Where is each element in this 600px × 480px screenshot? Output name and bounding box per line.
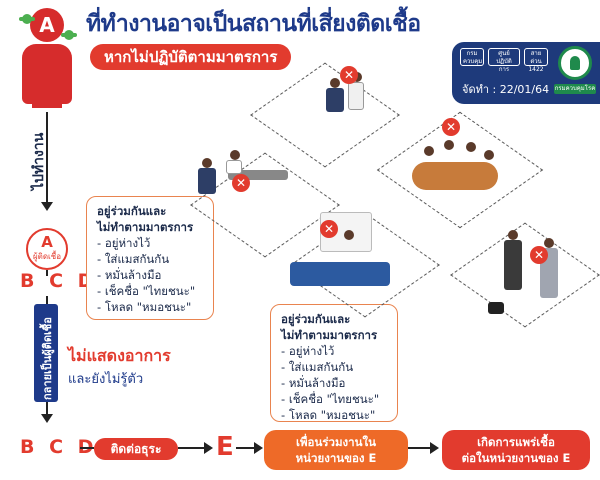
- carrier-box: [34, 304, 58, 402]
- spread-pill: เกิดการแพร่เชื้อ ต่อในหน่วยงานของ E: [442, 430, 590, 470]
- arrow-right-icon: [254, 442, 263, 454]
- person-figure: [348, 82, 364, 110]
- person-figure: [504, 240, 522, 290]
- bcd-label: B C D: [20, 436, 98, 458]
- page-title: ที่ทำงานอาจเป็นสถานที่เสี่ยงติดเชื้อ: [86, 11, 421, 37]
- virus-icon: [19, 14, 35, 24]
- dept-label: กรมควบคุมโรค: [554, 84, 596, 94]
- arrow-down-icon: [41, 414, 53, 423]
- person-a-head: [30, 8, 64, 42]
- person-head: [508, 230, 518, 240]
- flow-line: [80, 447, 94, 449]
- measure-item: ใส่แมสกันกัน: [97, 251, 203, 267]
- bcd-label: B C D: [20, 270, 98, 292]
- flow-line: [46, 270, 48, 276]
- measure-item: อยู่ห่างไว้: [97, 235, 203, 251]
- chairs: [290, 262, 390, 286]
- carrier-label: กลายเป็นผู้ติดเชื้อ: [41, 317, 54, 400]
- no-symptom-label: ไม่แสดงอาการ: [68, 346, 171, 365]
- measure-item: ใส่แมสกันกัน: [281, 359, 387, 375]
- info-box-2: อยู่ร่วมกันและ ไม่ทำตามมาตรการ อยู่ห่างไ…: [270, 304, 398, 422]
- arrow-right-icon: [430, 442, 439, 454]
- center-logo-icon: ศูนย์ปฏิบัติการ: [488, 48, 520, 73]
- person-figure: [198, 168, 216, 194]
- measure-item: เช็คชื่อ "ไทยชนะ": [281, 391, 387, 407]
- person-head: [344, 230, 354, 240]
- person-a-body-icon: [22, 44, 72, 104]
- person-head: [330, 78, 340, 88]
- close-icon: ✕: [320, 220, 338, 238]
- contact-pill: ติดต่อธุระ: [94, 438, 178, 460]
- measure-item: โหลด "หมอชนะ": [281, 407, 387, 423]
- go-to-work-label: ไปทำงาน: [31, 132, 47, 190]
- virus-icon: [61, 30, 77, 40]
- person-head: [484, 150, 494, 160]
- person-figure: [226, 160, 242, 174]
- person-head: [202, 158, 212, 168]
- measure-item: หมั่นล้างมือ: [281, 375, 387, 391]
- meeting-table: [412, 162, 498, 190]
- person-head: [466, 142, 476, 152]
- infected-a-badge: A ผู้ติดเชื้อ: [26, 228, 68, 270]
- measure-item: หมั่นล้างมือ: [97, 267, 203, 283]
- floor-tile: [250, 62, 400, 168]
- arrow-right-icon: [204, 442, 213, 454]
- flow-line: [236, 447, 254, 449]
- person-head: [444, 140, 454, 150]
- arrow-down-icon: [41, 202, 53, 211]
- measure-item: โหลด "หมอชนะ": [97, 299, 203, 315]
- floor-tile: [450, 222, 600, 328]
- close-icon: ✕: [232, 174, 250, 192]
- measure-item: เช็คชื่อ "ไทยชนะ": [97, 283, 203, 299]
- briefcase-icon: [488, 302, 504, 314]
- flow-line: [178, 447, 204, 449]
- flow-line: [46, 112, 48, 202]
- flow-line: [408, 447, 430, 449]
- person-head: [424, 146, 434, 156]
- person-head: [230, 150, 240, 160]
- date-text: จัดทำ : 22/01/64: [462, 83, 550, 96]
- person-a-legs: [32, 100, 62, 108]
- person-a-letter: A: [39, 13, 55, 37]
- measure-item: อยู่ห่างไว้: [281, 343, 387, 359]
- unaware-label: และยังไม่รู้ตัว: [68, 372, 144, 387]
- agency-logo-icon: กรมควบคุม: [460, 48, 484, 66]
- office-illustration: ✕ ✕ ✕ ✕ ✕: [180, 50, 600, 350]
- subtitle-pill: หากไม่ปฏิบัติตามมาตรการ: [90, 44, 292, 70]
- ministry-seal-icon: [558, 46, 592, 80]
- close-icon: ✕: [340, 66, 358, 84]
- person-figure: [326, 88, 344, 112]
- close-icon: ✕: [530, 246, 548, 264]
- close-icon: ✕: [442, 118, 460, 136]
- info-box-1: อยู่ร่วมกันและ ไม่ทำตามมาตรการ อยู่ห่างไ…: [86, 196, 214, 320]
- desk: [228, 170, 288, 180]
- coworkers-pill: เพื่อนร่วมงานใน หน่วยงานของ E: [264, 430, 408, 470]
- person-head: [544, 238, 554, 248]
- e-letter: E: [216, 432, 234, 462]
